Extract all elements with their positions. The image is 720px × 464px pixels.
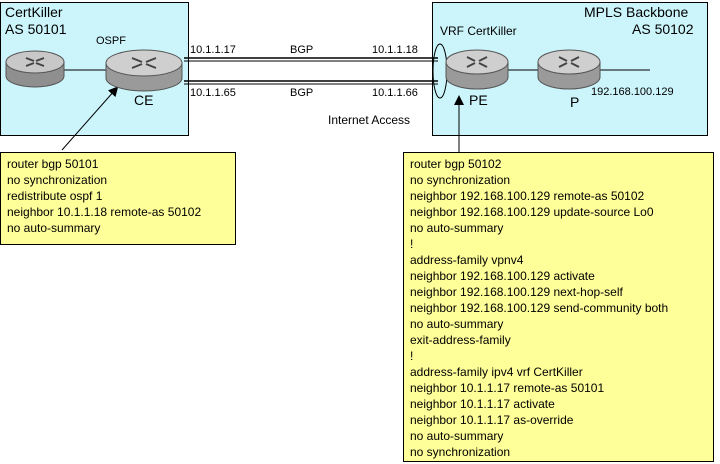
pe-config-line: neighbor 10.1.1.17 activate xyxy=(410,397,555,411)
p-router-icon xyxy=(537,49,601,90)
vrf-label: VRF CertKiller xyxy=(440,24,517,38)
pe-config-line: ! xyxy=(410,237,414,251)
link2-pe-ip: 10.1.1.66 xyxy=(372,87,418,99)
link1-protocol: BGP xyxy=(290,44,314,56)
backbone-name: MPLS Backbone xyxy=(584,4,689,20)
pe-config-line: neighbor 192.168.100.129 update-source L… xyxy=(410,205,654,219)
ce-config-arrow xyxy=(61,86,119,151)
pe-config-box: router bgp 50102 no synchronization neig… xyxy=(403,152,714,462)
backbone-as: AS 50102 xyxy=(632,21,694,37)
ospf-label: OSPF xyxy=(96,35,126,47)
pe-config-line: neighbor 192.168.100.129 remote-as 50102 xyxy=(410,189,645,203)
pe-config-line: neighbor 192.168.100.129 next-hop-self xyxy=(410,285,623,299)
pe-config-line: no auto-summary xyxy=(410,429,504,443)
customer-site-name: CertKiller xyxy=(5,4,63,20)
ce-router-icon xyxy=(105,49,183,92)
pe-config-line: no auto-summary xyxy=(410,221,504,235)
ce-config-line: redistribute ospf 1 xyxy=(7,189,103,203)
pe-config-line: neighbor 192.168.100.129 activate xyxy=(410,269,595,283)
pe-config-line: address-family vpnv4 xyxy=(410,253,524,267)
pe-config-line: neighbor 192.168.100.129 send-community … xyxy=(410,301,669,315)
ce-config-box: router bgp 50101 no synchronization redi… xyxy=(0,152,236,245)
pe-config-line: neighbor 10.1.1.17 as-override xyxy=(410,413,574,427)
internet-access-label: Internet Access xyxy=(328,113,411,127)
pe-config-line: address-family ipv4 vrf CertKiller xyxy=(410,365,583,379)
lan-router-icon xyxy=(5,50,65,88)
link2-ce-ip: 10.1.1.65 xyxy=(190,87,236,99)
pe-config-line: ! xyxy=(410,349,414,363)
p-label: P xyxy=(570,94,580,110)
pe-config-line: no synchronization xyxy=(410,173,511,187)
pe-label: PE xyxy=(469,92,488,108)
ce-label: CE xyxy=(134,92,154,108)
link1-ce-ip: 10.1.1.17 xyxy=(190,44,236,56)
pe-config-line: exit-address-family xyxy=(410,333,511,347)
pe-config-line: no synchronization xyxy=(410,445,511,459)
pe-router-icon xyxy=(445,49,509,90)
pe-config-line: neighbor 10.1.1.17 remote-as 50101 xyxy=(410,381,605,395)
link1-pe-ip: 10.1.1.18 xyxy=(372,44,418,56)
ce-config-line: router bgp 50101 xyxy=(7,157,99,171)
pe-config-line: no auto-summary xyxy=(410,317,504,331)
p-address: 192.168.100.129 xyxy=(591,86,674,98)
pe-config-line: router bgp 50102 xyxy=(410,157,502,171)
ce-config-line: no auto-summary xyxy=(7,221,101,235)
ce-config-line: no synchronization xyxy=(7,173,108,187)
link2-protocol: BGP xyxy=(290,87,314,99)
customer-site-as: AS 50101 xyxy=(5,21,67,37)
ce-config-line: neighbor 10.1.1.18 remote-as 50102 xyxy=(7,205,202,219)
